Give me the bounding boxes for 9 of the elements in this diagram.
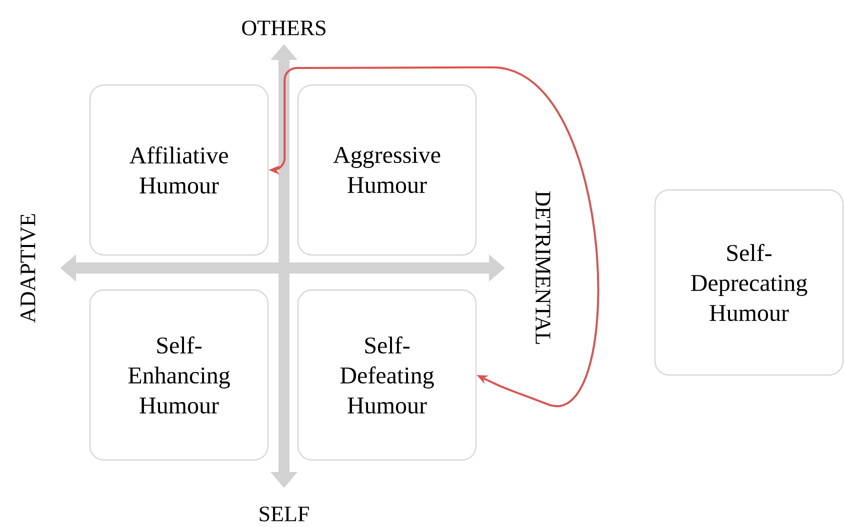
humour-box: Self-Defeating Humour xyxy=(297,289,477,461)
axis-label: SELF xyxy=(260,506,309,522)
humour-box: Aggressive Humour xyxy=(297,84,477,256)
axis-label: DETRIMENTAL xyxy=(536,191,550,344)
axis-label: ADAPTIVE xyxy=(20,214,36,323)
axis-label: OTHERS xyxy=(242,20,326,36)
humour-box: Affiliative Humour xyxy=(89,84,269,256)
humour-box: Self-Deprecating Humour xyxy=(654,189,844,376)
humour-box: Self-Enhancing Humour xyxy=(89,289,269,461)
